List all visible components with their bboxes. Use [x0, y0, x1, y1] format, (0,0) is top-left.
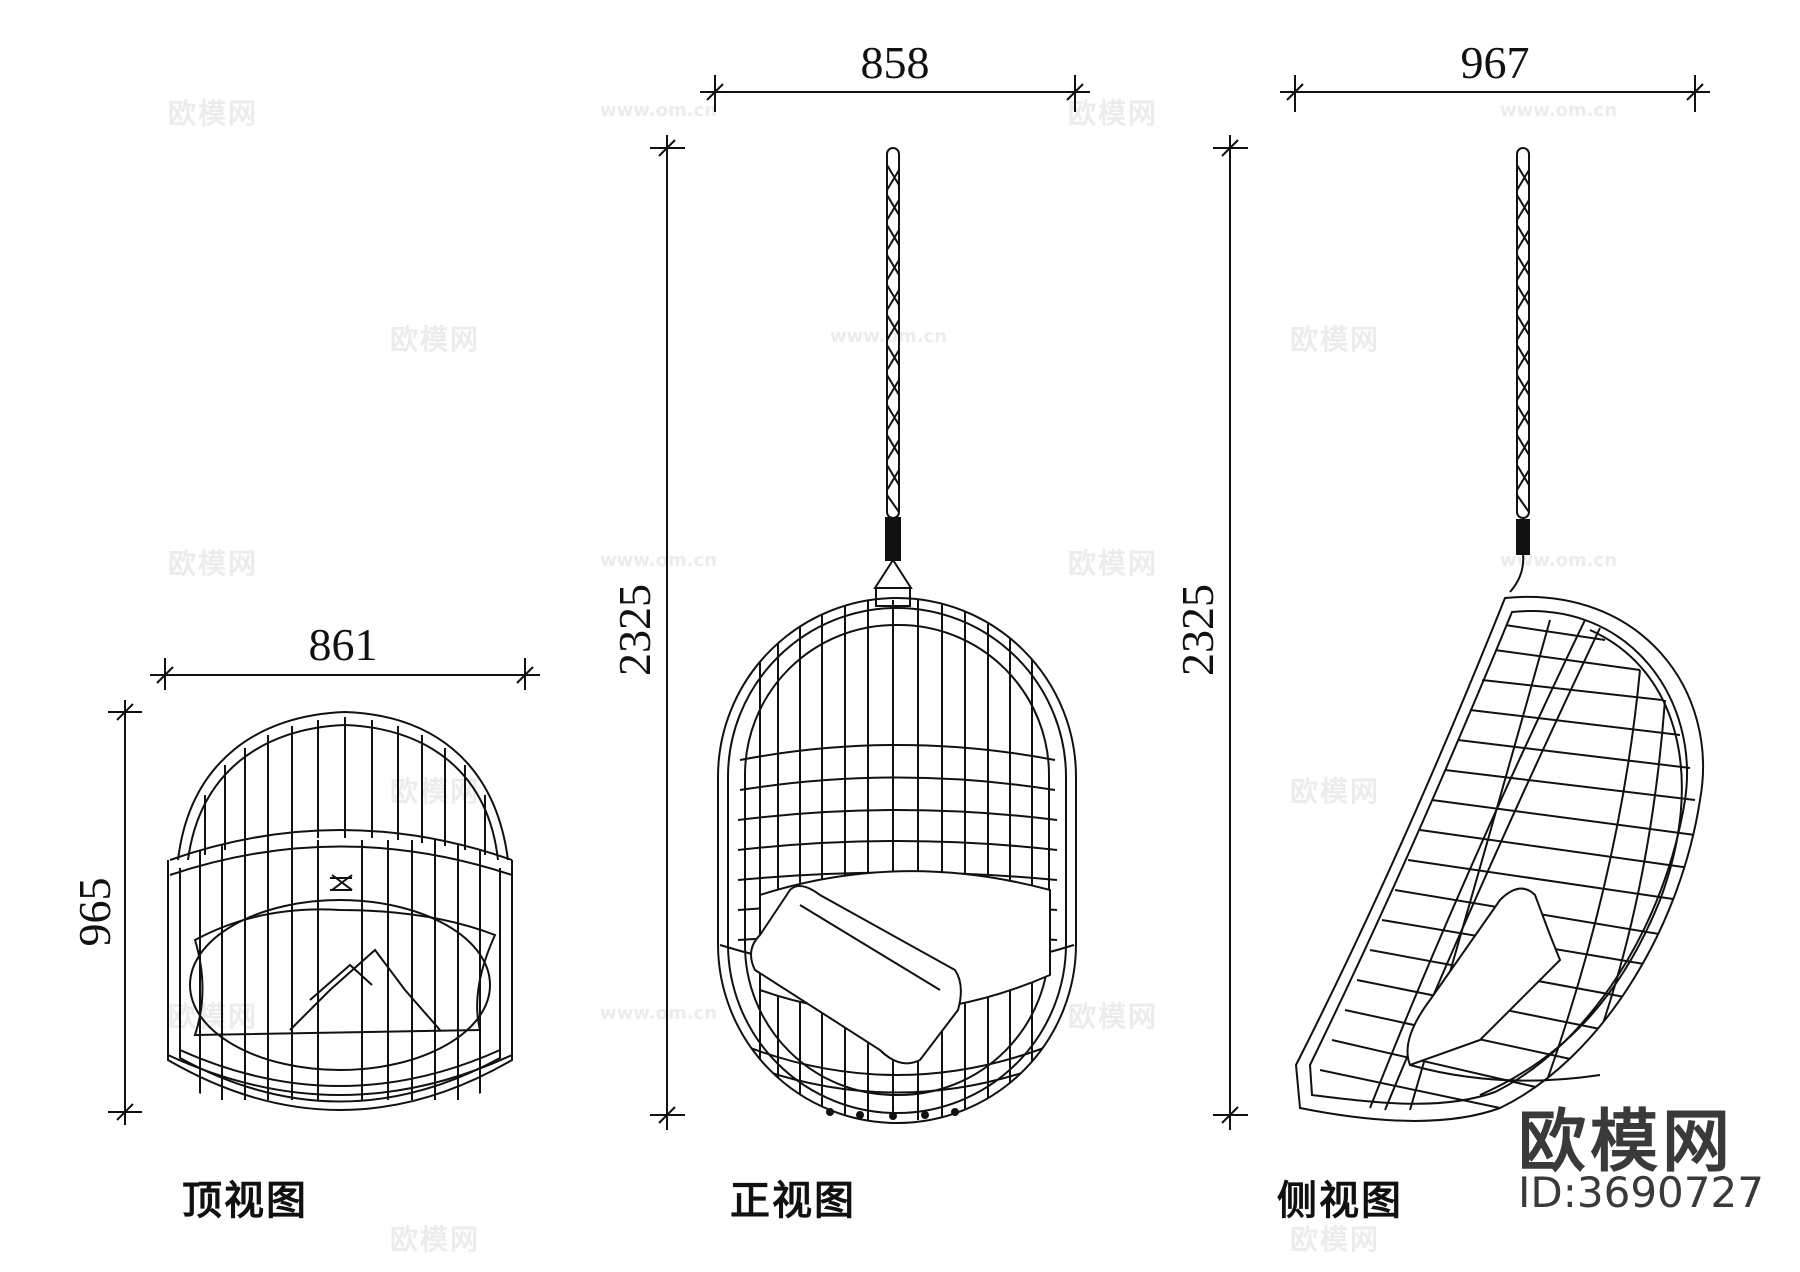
top-view-hook-symbol [330, 874, 353, 891]
dimension-line-top-height [108, 700, 142, 1125]
watermark-text: 欧模网 [390, 775, 481, 808]
watermark-url: www.om.cn [1500, 100, 1618, 121]
dim-side-height: 2325 [1172, 584, 1223, 676]
top-view-cage-bars [199, 840, 481, 1100]
dim-top-height: 965 [69, 878, 120, 947]
front-view-spring [885, 517, 901, 561]
brand-logo: 欧模网 [1518, 1103, 1735, 1182]
dimension-line-side-height [1213, 135, 1248, 1130]
top-view-front-ring [167, 860, 513, 1111]
watermark-text: 欧模网 [390, 1223, 481, 1256]
side-view-chain [1516, 147, 1530, 519]
top-view-dome [177, 710, 509, 861]
side-view-hook [1509, 553, 1525, 593]
front-view-capsule-outer [717, 597, 1077, 1124]
watermark-url: www.om.cn [1500, 550, 1618, 571]
side-view-drawing [1213, 75, 1710, 1130]
front-view-cushion-pillow [750, 885, 962, 1065]
dimension-line-top-width [150, 658, 540, 690]
dimension-line-front-width [700, 75, 1090, 112]
watermark-url: www.om.cn [600, 100, 718, 121]
front-view-drawing [650, 75, 1090, 1130]
dimension-line-side-width [1280, 75, 1710, 112]
watermark-text: 欧模网 [168, 97, 259, 130]
front-view-bottom-knots [826, 1108, 959, 1120]
side-view-spring [1516, 519, 1530, 555]
watermark-text: 欧模网 [390, 323, 481, 356]
watermark-url: www.om.cn [600, 1003, 718, 1024]
dim-front-height: 2325 [609, 584, 660, 676]
top-view-drawing [108, 658, 540, 1125]
dimension-line-front-height [650, 135, 685, 1130]
side-view-shell-outer [1294, 595, 1705, 1122]
side-view-cushion [1406, 887, 1562, 1067]
watermark-text: 欧模网 [1068, 547, 1159, 580]
label-top-view: 顶视图 [182, 1177, 308, 1224]
watermark-text: 欧模网 [1290, 1223, 1381, 1256]
dim-side-width: 967 [1461, 37, 1530, 88]
side-view-slats [1319, 619, 1696, 1111]
label-front-view: 正视图 [730, 1177, 856, 1224]
dim-top-width: 861 [309, 619, 378, 670]
top-view-cushion [193, 908, 497, 1037]
watermark-text: 欧模网 [1290, 323, 1381, 356]
watermark-text: 欧模网 [168, 1000, 259, 1033]
brand-id: ID:3690727 [1518, 1168, 1764, 1217]
watermark-text: 欧模网 [1068, 97, 1159, 130]
dim-front-width: 858 [861, 37, 930, 88]
front-view-chain [886, 147, 900, 519]
watermark-text: 欧模网 [168, 547, 259, 580]
label-side-view: 侧视图 [1277, 1177, 1403, 1224]
front-view-hanger [873, 558, 913, 589]
top-view-dome-ribs [204, 717, 486, 855]
watermark-text: 欧模网 [1290, 775, 1381, 808]
watermark-url: www.om.cn [600, 550, 718, 571]
watermark-text: 欧模网 [1068, 1000, 1159, 1033]
